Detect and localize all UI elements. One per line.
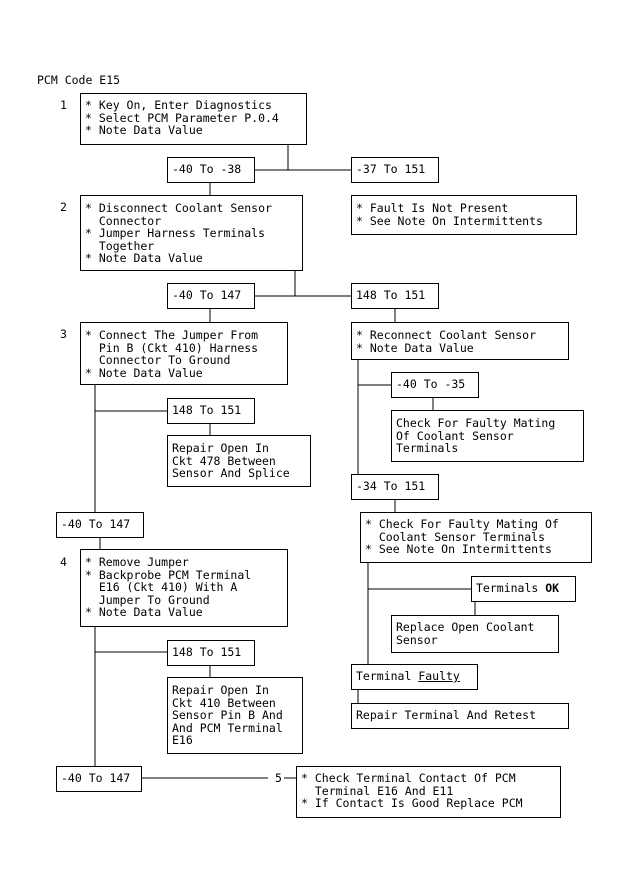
step-1-line: * Note Data Value	[85, 123, 203, 138]
terminal-faulty-text: Terminal	[356, 669, 419, 683]
result-line: * See Note On Intermittents	[356, 213, 543, 228]
step-3-line: Pin B (Ckt 410) Harness	[85, 340, 259, 355]
range-box: 148 To 151	[167, 398, 255, 424]
step-3-line: * Note Data Value	[85, 365, 203, 380]
result-box: * Reconnect Coolant Sensor * Note Data V…	[351, 322, 569, 360]
step-4-box: * Remove Jumper * Backprobe PCM Terminal…	[80, 549, 288, 627]
range-box: 148 To 151	[167, 640, 255, 666]
repair-478-box: Repair Open In Ckt 478 Between Sensor An…	[167, 435, 311, 487]
step-3-line: Connector To Ground	[85, 353, 231, 368]
result-box: * Check For Faulty Mating Of Coolant Sen…	[360, 512, 592, 563]
replace-sensor-box: Replace Open Coolant Sensor	[391, 615, 559, 653]
step-5-line: * If Contact Is Good Replace PCM	[301, 796, 523, 811]
result-line: Sensor Pin B And	[172, 708, 283, 723]
range-label: -37 To 151	[356, 162, 426, 176]
terminals-ok-bold: OK	[545, 581, 560, 595]
result-line: * See Note On Intermittents	[365, 542, 552, 557]
range-label: -34 To 151	[356, 479, 426, 493]
range-box: -40 To 147	[167, 283, 255, 309]
result-line: Sensor	[396, 632, 438, 647]
result-line: * Reconnect Coolant Sensor	[356, 328, 537, 342]
step-2-number: 2	[60, 200, 67, 214]
terminals-ok-box: Terminals OK	[471, 576, 576, 602]
result-line: And PCM Terminal	[172, 720, 283, 735]
step-3-number: 3	[60, 327, 67, 341]
page-title: PCM Code E15	[37, 73, 121, 87]
result-line: E16	[172, 733, 193, 748]
result-line: Coolant Sensor Terminals	[365, 529, 546, 544]
terminal-faulty-underlined: Faulty	[418, 669, 460, 683]
result-line: Sensor And Splice	[172, 466, 290, 481]
range-label: 148 To 151	[172, 403, 242, 417]
result-line: Check For Faulty Mating	[396, 416, 556, 430]
step-2-line: * Jumper Harness Terminals	[85, 226, 266, 241]
faulty-mating-box: Check For Faulty Mating Of Coolant Senso…	[391, 410, 584, 462]
step-4-line: * Note Data Value	[85, 605, 203, 620]
step-1-number: 1	[60, 98, 67, 112]
result-line: Repair Terminal And Retest	[356, 708, 537, 722]
range-box: -40 To 147	[56, 766, 142, 792]
result-line: * Fault Is Not Present	[356, 201, 509, 215]
step-2-box: * Disconnect Coolant Sensor Connector * …	[80, 195, 303, 271]
range-label: -40 To 147	[61, 517, 131, 531]
step-1-line: * Select PCM Parameter P.0.4	[85, 110, 279, 125]
result-line: Repair Open In	[172, 441, 269, 455]
range-label: -40 To -38	[172, 162, 242, 176]
result-line: Terminals	[396, 441, 459, 456]
step-1-line: * Key On, Enter Diagnostics	[85, 98, 272, 112]
step-4-line: Jumper To Ground	[85, 592, 210, 607]
range-label: 148 To 151	[172, 645, 242, 659]
terminal-faulty-box: Terminal Faulty	[351, 664, 478, 690]
step-4-line: * Remove Jumper	[85, 555, 189, 569]
terminals-ok-text: Terminals	[476, 581, 546, 595]
range-label: -40 To 147	[172, 288, 242, 302]
step-2-line: Connector	[85, 213, 162, 228]
step-5-line: * Check Terminal Contact Of PCM	[301, 771, 516, 785]
range-label: -40 To -35	[396, 377, 466, 391]
range-box: 148 To 151	[351, 283, 439, 309]
result-line: Of Coolant Sensor	[396, 428, 514, 443]
step-5-number: 5	[275, 771, 282, 785]
result-line: Replace Open Coolant	[396, 620, 535, 634]
range-box: -40 To -38	[167, 157, 255, 183]
step-2-line: * Note Data Value	[85, 251, 203, 266]
step-4-number: 4	[60, 555, 67, 569]
repair-410-box: Repair Open In Ckt 410 Between Sensor Pi…	[167, 677, 303, 754]
result-line: Ckt 410 Between	[172, 695, 276, 710]
result-line: * Note Data Value	[356, 340, 474, 355]
step-4-line: E16 (Ckt 410) With A	[85, 580, 238, 595]
step-3-line: * Connect The Jumper From	[85, 328, 259, 342]
step-2-line: * Disconnect Coolant Sensor	[85, 201, 272, 215]
range-box: -40 To -35	[391, 372, 479, 398]
range-box: -37 To 151	[351, 157, 439, 183]
range-label: -40 To 147	[61, 771, 131, 785]
step-4-line: * Backprobe PCM Terminal	[85, 567, 252, 582]
terminals-ok-label: Terminals OK	[476, 582, 575, 595]
range-label: 148 To 151	[356, 288, 426, 302]
range-box: -40 To 147	[56, 512, 144, 538]
result-box: * Fault Is Not Present * See Note On Int…	[351, 195, 577, 235]
result-line: * Check For Faulty Mating Of	[365, 517, 559, 531]
result-line: Repair Open In	[172, 683, 269, 697]
step-3-box: * Connect The Jumper From Pin B (Ckt 410…	[80, 322, 288, 385]
terminal-faulty-label: Terminal Faulty	[356, 670, 477, 683]
step-5-line: Terminal E16 And E11	[301, 783, 454, 798]
result-line: Ckt 478 Between	[172, 453, 276, 468]
step-2-line: Together	[85, 238, 155, 253]
range-box: -34 To 151	[351, 474, 439, 500]
step-1-box: * Key On, Enter Diagnostics * Select PCM…	[80, 93, 307, 145]
step-5-box: * Check Terminal Contact Of PCM Terminal…	[296, 766, 561, 818]
repair-terminal-box: Repair Terminal And Retest	[351, 703, 569, 729]
